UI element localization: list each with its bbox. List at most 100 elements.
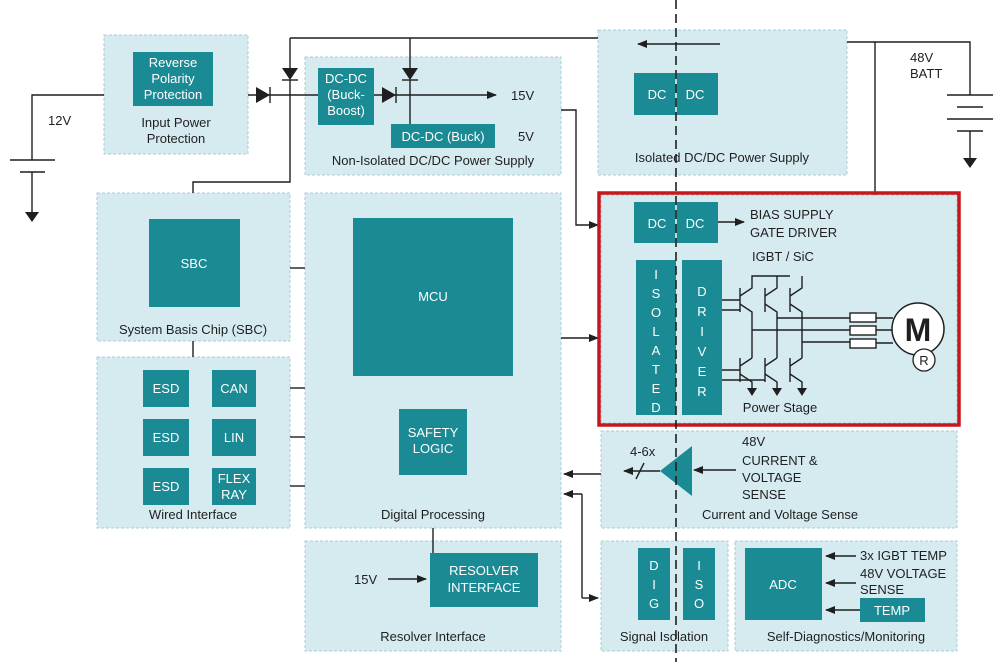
diag-input-label-1: 3x IGBT TEMP <box>860 548 947 563</box>
signal-isolation-caption: Signal Isolation <box>620 629 708 644</box>
resolver-interface-caption: Resolver Interface <box>380 629 486 644</box>
reverse-polarity-label-3: Protection <box>144 87 203 102</box>
resolver-symbol <box>912 348 936 372</box>
svg-text:I: I <box>652 577 656 592</box>
svg-text:R: R <box>697 384 706 399</box>
iso-vertical-block <box>683 548 715 620</box>
adc-input-arrows <box>825 552 860 614</box>
non-isolated-caption: Non-Isolated DC/DC Power Supply <box>332 153 535 168</box>
isolated-dcdc-caption: Isolated DC/DC Power Supply <box>635 150 810 165</box>
battery-48v-label-2: BATT <box>910 66 942 81</box>
svg-text:O: O <box>651 305 661 320</box>
isolated-dcdc-right-label: DC <box>686 87 705 102</box>
self-diagnostics-caption: Self-Diagnostics/Monitoring <box>767 629 925 644</box>
temp-sensor-label: TEMP <box>874 603 910 618</box>
dcdc-buck-block <box>391 124 495 148</box>
isolated-dcdc-left-label: DC <box>648 87 667 102</box>
resolver-interface-label-1: RESOLVER <box>449 563 519 578</box>
15v-to-gate-driver-wire <box>561 109 599 229</box>
igbt-inverter-bridge <box>722 275 850 396</box>
adc-label: ADC <box>769 577 796 592</box>
svg-text:G: G <box>649 596 659 611</box>
can-label: CAN <box>220 381 247 396</box>
sense-label-2: CURRENT & <box>742 453 818 468</box>
sense-gain-label: 4-6x <box>630 444 656 459</box>
esd-block-3 <box>143 468 189 505</box>
sbc-block <box>149 219 240 307</box>
dcdc-buck-label: DC-DC (Buck) <box>401 129 484 144</box>
input-protection-caption-2: Protection <box>147 131 206 146</box>
digital-processing-caption: Digital Processing <box>381 507 485 522</box>
adc-block <box>745 548 822 620</box>
current-shunt-resistors <box>849 312 893 349</box>
svg-text:T: T <box>652 362 660 377</box>
iso-vertical-text: I S O <box>694 558 704 611</box>
wired-interface-panel <box>96 356 291 529</box>
reverse-polarity-protection-block <box>133 52 213 106</box>
svg-text:D: D <box>697 284 706 299</box>
output-15v-label: 15V <box>511 88 534 103</box>
driver-vertical-block <box>682 260 722 415</box>
safety-logic-label-2: LOGIC <box>413 441 453 456</box>
sense-label-1: 48V <box>742 434 765 449</box>
gate-driver-dcdc-right: DC <box>686 216 705 231</box>
lin-label: LIN <box>224 430 244 445</box>
sbc-label: SBC <box>181 256 208 271</box>
sense-caption: Current and Voltage Sense <box>702 507 858 522</box>
svg-text:I: I <box>654 267 658 282</box>
svg-text:D: D <box>649 558 658 573</box>
svg-text:A: A <box>652 343 661 358</box>
bias-supply-label-1: BIAS SUPPLY <box>750 207 834 222</box>
safety-logic-block <box>399 409 467 475</box>
igbt-sic-label: IGBT / SiC <box>752 249 814 264</box>
svg-text:I: I <box>700 324 704 339</box>
current-voltage-sense-panel <box>600 430 958 529</box>
resolver-interface-block <box>430 553 538 607</box>
flexray-label-1: FLEX <box>218 471 251 486</box>
buck-boost-output <box>374 38 497 124</box>
svg-text:D: D <box>651 400 660 415</box>
svg-text:I: I <box>697 558 701 573</box>
input-power-path <box>192 37 598 193</box>
bias-supply-label-2: GATE DRIVER <box>750 225 837 240</box>
battery-48v <box>847 41 993 195</box>
mcu-label: MCU <box>418 289 448 304</box>
wired-interface-caption: Wired Interface <box>149 507 237 522</box>
svg-text:O: O <box>694 596 704 611</box>
diag-input-label-2: 48V VOLTAGE <box>860 566 947 581</box>
temp-sensor-block <box>860 598 925 622</box>
flexray-block <box>212 468 256 505</box>
power-stage-caption: Power Stage <box>743 400 817 415</box>
sense-label-4: SENSE <box>742 487 786 502</box>
buck-boost-label-3: Boost) <box>327 103 365 118</box>
reverse-polarity-label-1: Reverse <box>149 55 197 70</box>
lin-block <box>212 419 256 456</box>
resolver-interface-label-2: INTERFACE <box>448 580 521 595</box>
resolver-symbol-label: R <box>919 353 928 368</box>
gate-driver-dcdc-left: DC <box>648 216 667 231</box>
esd-block-2 <box>143 419 189 456</box>
buck-boost-label-2: (Buck- <box>327 87 365 102</box>
motor-label: M <box>905 312 932 348</box>
dig-vertical-block <box>638 548 670 620</box>
sense-bus-slash <box>635 462 645 480</box>
mcu-block <box>353 218 513 376</box>
esd-label-1: ESD <box>153 381 180 396</box>
input-protection-caption-1: Input Power <box>141 115 211 130</box>
diag-input-label-3: SENSE <box>860 582 904 597</box>
isolated-vertical-block <box>636 260 676 415</box>
driver-vertical-text: D R I V E R <box>697 284 706 399</box>
svg-text:L: L <box>652 324 659 339</box>
svg-text:V: V <box>698 344 707 359</box>
battery-12v <box>10 94 104 222</box>
esd-label-2: ESD <box>153 430 180 445</box>
dcdc-buck-boost-block <box>318 68 374 125</box>
resolver-15v-label: 15V <box>354 572 377 587</box>
sbc-caption: System Basis Chip (SBC) <box>119 322 267 337</box>
svg-text:E: E <box>698 364 707 379</box>
safety-logic-label-1: SAFETY <box>408 425 459 440</box>
flexray-label-2: RAY <box>221 487 247 502</box>
svg-text:R: R <box>697 304 706 319</box>
svg-text:S: S <box>652 286 661 301</box>
battery-12v-label: 12V <box>48 113 71 128</box>
